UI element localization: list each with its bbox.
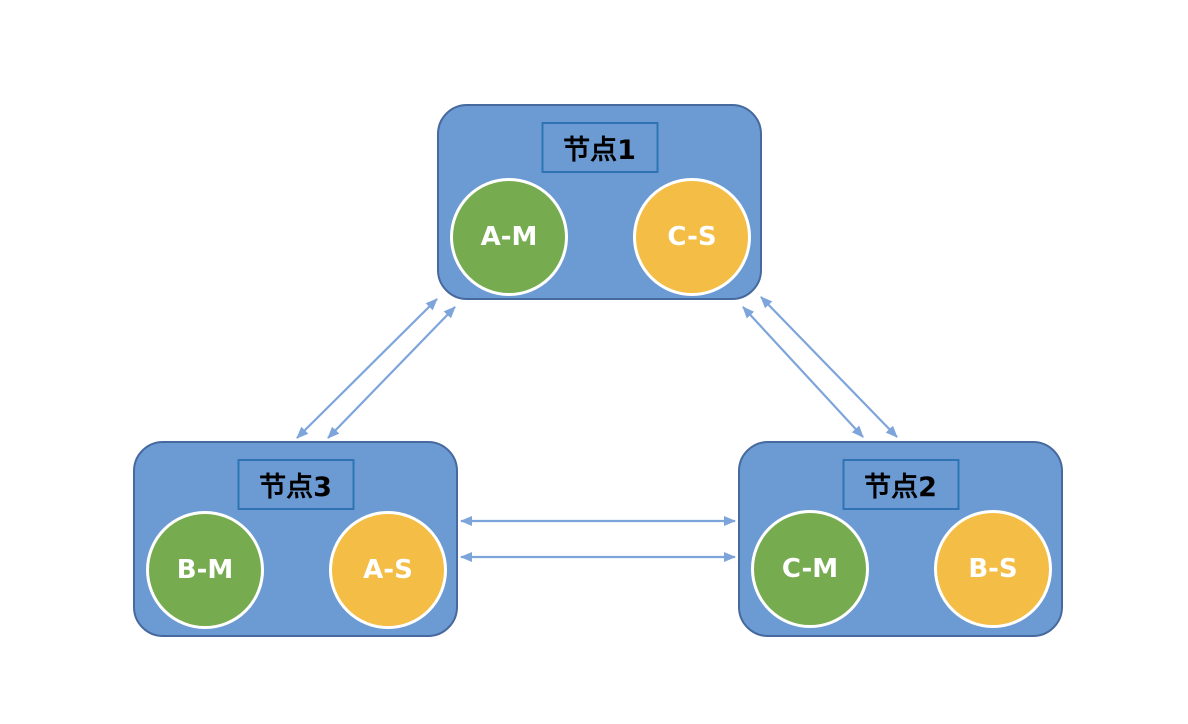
node-1-master-label: A-M xyxy=(480,222,538,252)
node-3: 节点3 B-M A-S xyxy=(133,441,458,637)
node-2: 节点2 C-M B-S xyxy=(738,441,1063,637)
node-1-slave-label: C-S xyxy=(667,222,717,252)
node-2-label: 节点2 xyxy=(864,472,937,503)
node-1-master-circle: A-M xyxy=(450,178,568,296)
node-1-slave-circle: C-S xyxy=(633,178,751,296)
arrow-node1-node2-inner xyxy=(742,306,864,438)
node-2-slave-label: B-S xyxy=(968,554,1018,584)
node-1-label-box: 节点1 xyxy=(541,122,658,173)
node-3-master-circle: B-M xyxy=(146,511,264,629)
node-3-label: 节点3 xyxy=(259,472,332,503)
node-2-master-label: C-M xyxy=(781,554,839,584)
node-3-slave-label: A-S xyxy=(363,555,413,585)
node-3-slave-circle: A-S xyxy=(329,511,447,629)
node-1-label: 节点1 xyxy=(563,135,636,166)
node-2-slave-circle: B-S xyxy=(934,510,1052,628)
node-2-label-box: 节点2 xyxy=(842,459,959,510)
node-2-master-circle: C-M xyxy=(751,510,869,628)
node-3-label-box: 节点3 xyxy=(237,459,354,510)
arrow-node1-node2-outer xyxy=(760,296,898,438)
arrow-node3-node1-inner xyxy=(327,306,456,439)
node-3-master-label: B-M xyxy=(176,555,234,585)
node-1: 节点1 A-M C-S xyxy=(437,104,762,300)
arrow-node3-node1-outer xyxy=(296,298,438,439)
